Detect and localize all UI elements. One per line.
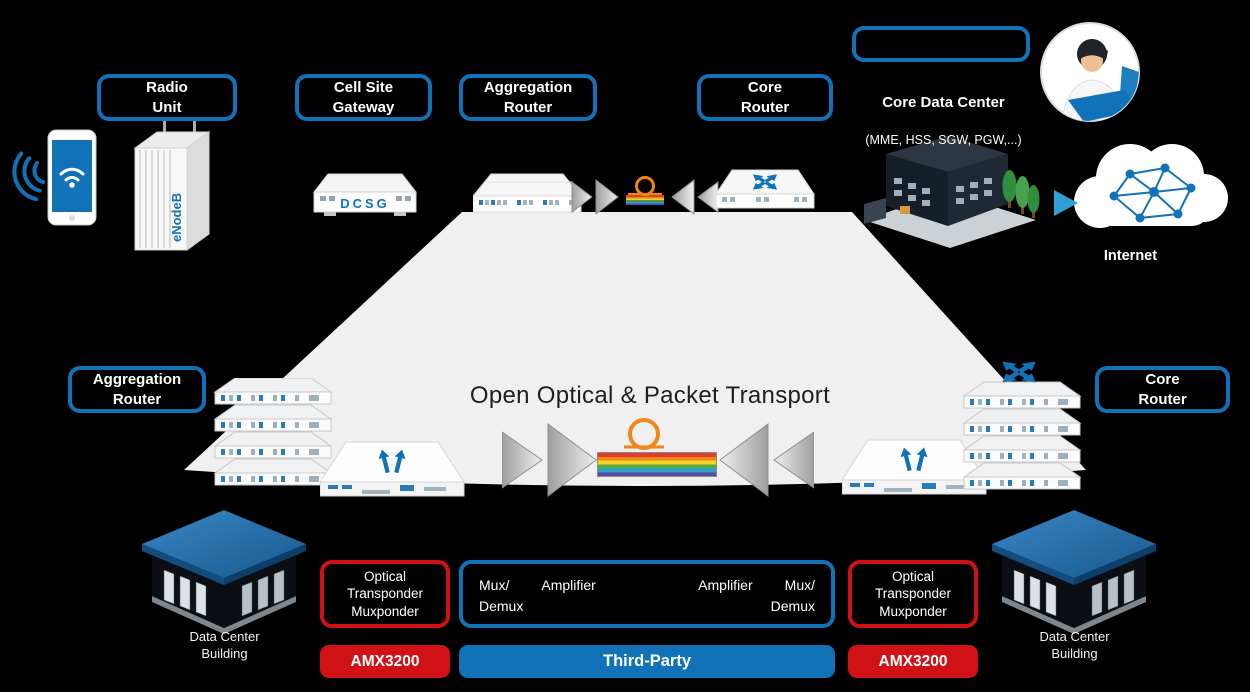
- third-party-badge: Third-Party: [459, 645, 835, 678]
- amplifier-icon: [671, 178, 695, 216]
- top-optical-chain: [571, 176, 719, 216]
- aggregation-router-top-label-box: Aggregation Router: [459, 74, 597, 121]
- core-router-right-label: Core Router: [1138, 371, 1187, 408]
- dcsg-device: DCSG: [312, 173, 417, 216]
- amplifier-icon: [547, 423, 597, 497]
- building-roof: [142, 510, 306, 578]
- amplifier-pair-right: [719, 423, 814, 497]
- mini-rainbow-fiber: [626, 195, 664, 206]
- enodeb-label: eNodeB: [169, 193, 184, 242]
- smartphone-icon: [12, 129, 97, 226]
- aggregation-router-left-label: Aggregation Router: [92, 371, 182, 408]
- operator-avatar: [1040, 22, 1140, 122]
- amplifier-icon: [502, 431, 543, 489]
- amplifier-icon: [697, 181, 719, 213]
- dcsg-label: DCSG: [340, 196, 390, 211]
- core-router-top-label: Core Router: [740, 79, 790, 116]
- diagram-title: Open Optical & Packet Transport: [469, 382, 831, 409]
- aggregation-router-left-label-box: Aggregation Router: [68, 366, 206, 413]
- core-router-top-label-box: Core Router: [697, 74, 833, 121]
- router-stack-left: [213, 378, 333, 486]
- data-center-building-left: [142, 510, 306, 634]
- amx3200-left-badge: AMX3200: [320, 645, 450, 678]
- aggregation-router-top-label: Aggregation Router: [483, 79, 573, 116]
- fiber-spool-icon: [624, 418, 664, 450]
- amplifier-left-label: Amplifier: [541, 577, 596, 593]
- amplifier-icon: [595, 178, 619, 216]
- core-data-center-title: Core Data Center: [882, 94, 1005, 111]
- data-center-building-right: [992, 510, 1156, 634]
- fiber-spool-icon: [635, 176, 655, 196]
- internet-label: Internet: [1103, 248, 1158, 264]
- network-graph-icon: [1113, 167, 1192, 219]
- mux-demux-left-label: Mux/ Demux: [479, 577, 524, 614]
- transponder-left-device: [320, 441, 465, 497]
- amplifier-icon: [571, 181, 593, 213]
- building-roof: [992, 510, 1156, 578]
- core-data-center-empty-box: [852, 26, 1030, 62]
- core-router-device: [716, 169, 815, 209]
- optical-transponder-left-label: Optical Transponder Muxponder: [346, 569, 424, 619]
- amplifier-icon: [719, 423, 769, 497]
- enodeb-device: eNodeB: [133, 114, 211, 251]
- core-data-center-subtitle: (MME, HSS, SGW, PGW,...): [865, 132, 1022, 147]
- data-center-building-left-label: Data Center Building: [189, 629, 260, 661]
- third-party-components-box: Mux/ Demux Amplifier Amplifier Mux/ Demu…: [459, 560, 835, 628]
- core-data-center-caption: Core Data Center (MME, HSS, SGW, PGW,...…: [836, 76, 1051, 165]
- optical-transponder-left-box: Optical Transponder Muxponder: [320, 560, 450, 628]
- amplifier-pair-left: [502, 423, 597, 497]
- core-router-right-label-box: Core Router: [1095, 366, 1230, 413]
- wifi-waves-icon: [12, 151, 46, 202]
- optical-transponder-right-box: Optical Transponder Muxponder: [848, 560, 978, 628]
- rainbow-fiber: [597, 452, 717, 477]
- cell-site-gateway-label: Cell Site Gateway: [332, 79, 395, 116]
- optical-transponder-right-label: Optical Transponder Muxponder: [874, 569, 952, 619]
- radio-unit-label-box: Radio Unit: [97, 74, 237, 121]
- radio-unit-label: Radio Unit: [146, 79, 188, 116]
- trees: [1002, 170, 1040, 218]
- amplifier-right-label: Amplifier: [698, 577, 753, 593]
- data-center-building-right-label: Data Center Building: [1039, 629, 1110, 661]
- internet-cloud-icon: [1054, 144, 1228, 228]
- core-data-center-illustration: [864, 136, 1040, 248]
- amplifier-icon: [773, 431, 814, 489]
- amx3200-right-badge: AMX3200: [848, 645, 978, 678]
- cell-site-gateway-label-box: Cell Site Gateway: [295, 74, 432, 121]
- wifi-screen-icon: [59, 167, 85, 182]
- aggregation-router-device: [473, 173, 583, 213]
- router-stack-right: [962, 358, 1082, 490]
- play-triangle-icon: [1054, 190, 1078, 216]
- mux-demux-right-label: Mux/ Demux: [770, 577, 815, 614]
